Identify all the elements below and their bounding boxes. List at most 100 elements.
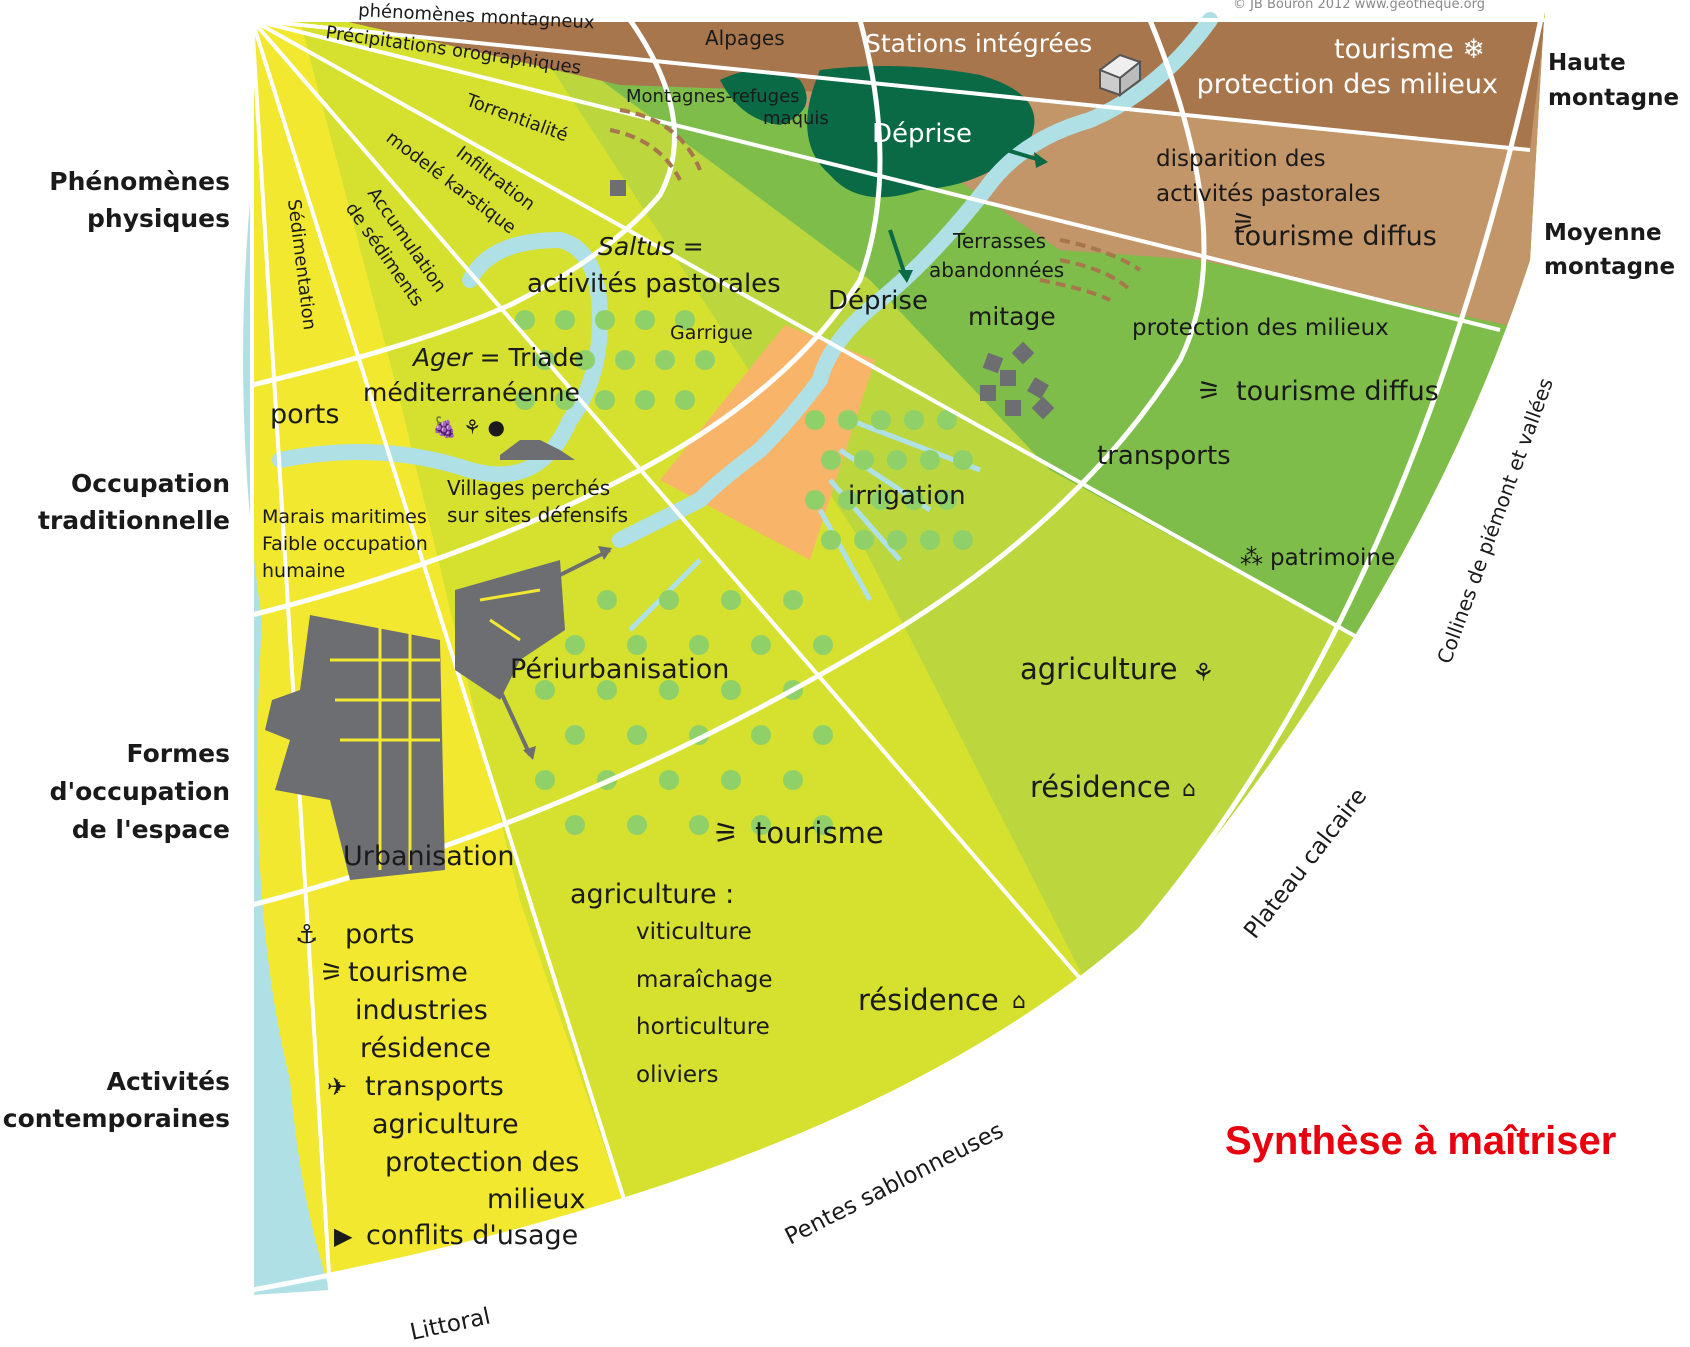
moy-tourisme-diffus: tourisme diffus <box>1234 221 1437 252</box>
occ-ager: Ager = Triade <box>411 343 584 372</box>
row-activites-2: contemporaines <box>3 1104 230 1133</box>
moy-saltus-b: = <box>675 232 704 261</box>
row-haute-1: Haute <box>1548 50 1626 76</box>
lit-tourisme-icon: ⚞ <box>320 958 343 988</box>
olive-tree-dot <box>751 725 771 745</box>
occ-ager-b: = Triade <box>472 343 584 372</box>
forest-patch <box>807 66 1035 198</box>
littoral-band <box>252 20 640 1290</box>
formes-urbanisation: Urbanisation <box>343 841 515 872</box>
olive-tree-dot <box>920 530 940 550</box>
olive-tree-dot <box>838 410 858 430</box>
occ-ager-a: Ager <box>411 343 473 372</box>
pentes-house-icon: ⌂ <box>1012 989 1026 1014</box>
col-tourisme-icon: ⚞ <box>1197 376 1221 407</box>
pentes-item-4: oliviers <box>636 1062 718 1088</box>
olive-tree-dot <box>535 770 555 790</box>
olive-tree-dot <box>635 390 655 410</box>
formes-tourisme-icon: ⚞ <box>713 816 739 850</box>
play-icon: ▶ <box>334 1222 353 1250</box>
plane-icon: ✈ <box>327 1073 347 1101</box>
olive-tree-dot <box>904 490 924 510</box>
olive-tree-dot <box>821 450 841 470</box>
olive-tree-dot <box>675 390 695 410</box>
olive-tree-dot <box>904 410 924 430</box>
lit-item-2: tourisme <box>348 957 468 988</box>
row-activites-1: Activités <box>107 1067 230 1096</box>
note-text: Synthèse à maîtriser <box>1225 1119 1616 1163</box>
olive-tree-dot <box>565 725 585 745</box>
plateau-wheat-icon: ⚘ <box>1192 658 1214 687</box>
pentes-item-2: maraîchage <box>636 967 773 993</box>
olive-tree-dot <box>887 530 907 550</box>
olive-tree-dot <box>920 450 940 470</box>
haute-alpages: Alpages <box>705 26 785 50</box>
olive-tree-dot <box>515 310 535 330</box>
col-patrimoine-icon: ⁂ <box>1240 545 1263 571</box>
haute-deprise: Déprise <box>872 119 972 149</box>
col-patrimoine: patrimoine <box>1270 545 1395 571</box>
olive-tree-dot <box>838 490 858 510</box>
olive-tree-dot <box>565 635 585 655</box>
col-protection: protection des milieux <box>1132 315 1389 341</box>
occ-irrigation: irrigation <box>848 481 966 511</box>
river-lower <box>272 232 608 483</box>
zone-littoral: Littoral <box>408 1304 493 1342</box>
olive-tree-dot <box>515 390 535 410</box>
occ-ports: ports <box>270 399 339 430</box>
haute-tourisme: tourisme ❄ <box>1334 34 1485 65</box>
lit-item-3: industries <box>355 995 488 1026</box>
pentes-residence: résidence <box>858 983 999 1017</box>
station-building-icon <box>1097 53 1143 97</box>
pentes-agriculture: agriculture : <box>570 879 734 910</box>
moy-saltus-a: Saltus <box>598 232 675 261</box>
olive-tree-dot <box>535 680 555 700</box>
moy-pastorales: activités pastorales <box>527 269 781 299</box>
row-phenomenes-1: Phénomènes <box>49 167 230 196</box>
city <box>265 180 1055 880</box>
olive-tree-dot <box>689 635 709 655</box>
col-transports: transports <box>1097 441 1231 471</box>
lit-item-6: agriculture <box>372 1109 519 1140</box>
olive-tree-dot <box>783 770 803 790</box>
olive-tree-dot <box>597 590 617 610</box>
right-row-labels: Haute montagne Moyenne montagne <box>1544 50 1679 280</box>
olive-tree-dot <box>953 530 973 550</box>
row-occupation-1: Occupation <box>71 469 230 498</box>
formes-tourisme: tourisme <box>755 816 884 850</box>
olive-tree-dot <box>689 815 709 835</box>
row-moyenne-2: montagne <box>1544 254 1675 280</box>
plateau-agriculture: agriculture <box>1020 652 1177 686</box>
olive-tree-dot <box>627 815 647 835</box>
olive-tree-dot <box>871 410 891 430</box>
occ-villages-1: Villages perchés <box>447 476 610 500</box>
olive-tree-dot <box>675 310 695 330</box>
col-tourisme-diffus: tourisme diffus <box>1236 376 1439 407</box>
row-occupation-2: traditionnelle <box>38 506 230 535</box>
olive-tree-dot <box>854 530 874 550</box>
olive-tree-dot <box>659 770 679 790</box>
olive-tree-dot <box>721 680 741 700</box>
zone-plateau: Plateau calcaire <box>1239 784 1372 944</box>
moy-disparition-1: disparition des <box>1156 146 1326 172</box>
olive-tree-dot <box>751 815 771 835</box>
occ-triade-icons: 🍇 ⚘ ● <box>432 415 505 439</box>
left-row-labels: Phénomènes physiques Occupation traditio… <box>3 167 230 1133</box>
lit-item-9: conflits d'usage <box>366 1220 578 1251</box>
deprise-arrow-2 <box>888 229 907 276</box>
olive-tree-dot <box>595 390 615 410</box>
haute-refuges-2: maquis <box>763 108 829 129</box>
formes-periurbanisation: Périurbanisation <box>510 654 729 685</box>
occ-marais-2: Faible occupation <box>262 533 428 555</box>
moy-deprise: Déprise <box>828 286 928 316</box>
occ-villages-2: sur sites défensifs <box>447 503 628 527</box>
olive-tree-dot <box>751 635 771 655</box>
pentes-band <box>300 20 1090 1250</box>
olive-tree-dot <box>721 590 741 610</box>
lit-item-5: transports <box>365 1071 504 1102</box>
olive-tree-dot <box>627 725 647 745</box>
olive-tree-dot <box>555 310 575 330</box>
olive-tree-dot <box>937 490 957 510</box>
